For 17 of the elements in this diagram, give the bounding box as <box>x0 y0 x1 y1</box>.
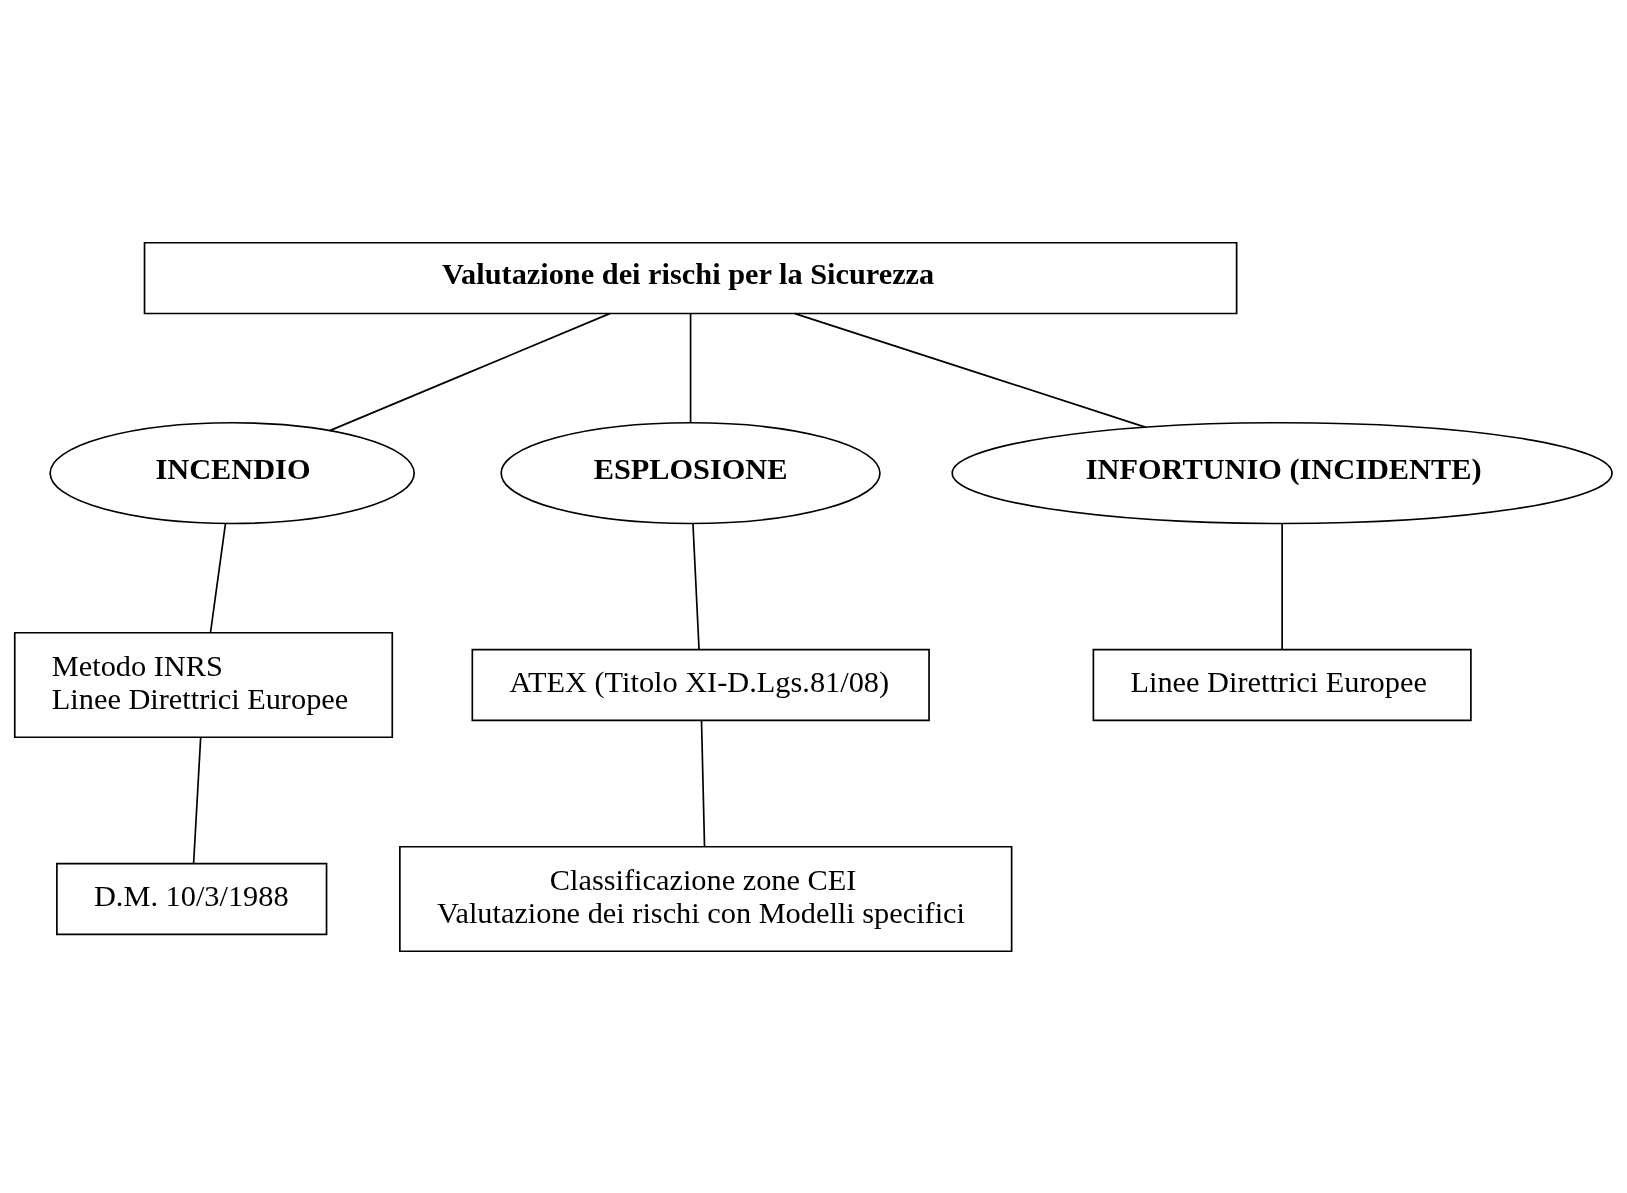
node-box: Classificazione zone CEI Valutazione dei rischi con Modelli specifici <box>399 845 1013 952</box>
node-ellipse: INFORTUNIO (INCIDENTE) <box>951 421 1613 524</box>
node-box: Valutazione dei rischi per la Sicurezza <box>143 241 1238 314</box>
node-box: ATEX (Titolo XI-D.Lgs.81/08) <box>471 648 930 721</box>
connector <box>700 719 706 847</box>
node-ellipse: INCENDIO <box>49 421 416 524</box>
connector <box>689 312 692 424</box>
node-ellipse: ESPLOSIONE <box>500 421 881 524</box>
node-box: Metodo INRS Linee Direttrici Europee <box>13 631 394 738</box>
connector <box>692 522 700 650</box>
connector <box>328 312 611 431</box>
node-box: Linee Direttrici Europee <box>1092 648 1472 721</box>
node-box: D.M. 10/3/1988 <box>56 862 328 935</box>
connector <box>1281 522 1283 650</box>
connector <box>192 736 202 864</box>
connector <box>209 521 227 633</box>
connector <box>794 312 1147 428</box>
